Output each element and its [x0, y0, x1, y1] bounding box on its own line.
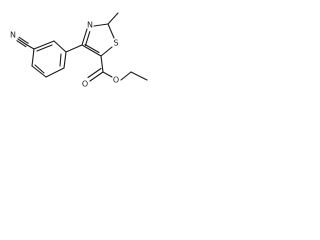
- c5-carbonyl-bond: [100, 55, 104, 73]
- benzene-double-bond: [59, 53, 62, 67]
- aryl-nitrile-bond: [26, 44, 35, 50]
- thiazole-bond-c4-n3: [81, 28, 88, 46]
- thiazole-ring: [81, 23, 115, 57]
- thiazole-double-bond-c4-n3: [84, 31, 91, 47]
- benzene-double-bond: [34, 64, 45, 74]
- nitrile-bond-2: [18, 36, 29, 44]
- ester-o-ch2-bond: [120, 71, 132, 81]
- carbonyl-double-bond: [89, 71, 104, 82]
- benzene-double-bond: [36, 44, 53, 52]
- nitrile-group: [16, 36, 29, 48]
- ester-group: [87, 55, 148, 82]
- thiazole-nitrogen-label: N: [87, 21, 93, 30]
- benzene-bond: [31, 65, 47, 78]
- carbonyl-double-bond-2: [87, 67, 102, 79]
- thiazole-sulfur-label: S: [113, 39, 118, 48]
- thiazole-double-bond-c5-c4: [84, 43, 100, 54]
- benzene-bond: [45, 67, 65, 78]
- thiazole-bond-c5-c4: [81, 44, 102, 57]
- carbonyl-oxygen-label: O: [82, 80, 88, 89]
- thiazole-bond-s1-c5: [100, 46, 113, 57]
- benzene-bond: [31, 48, 35, 67]
- structure-canvas: N N S O O: [0, 0, 156, 104]
- thiazole-bond-n3-c2: [93, 23, 109, 27]
- benzene-bond: [33, 40, 55, 50]
- benzene-bond: [53, 40, 67, 53]
- thiazole-bond-c2-s1: [107, 23, 115, 39]
- nitrile-bond-3: [16, 40, 27, 48]
- chemical-structure-diagram: N N S O O: [10, 12, 148, 89]
- benzene-ring: [31, 40, 67, 78]
- aryl-thiazole-bond: [65, 44, 83, 53]
- ethyl-bond: [130, 71, 148, 81]
- carbonyl-ester-o-bond: [102, 71, 113, 78]
- nitrile-nitrogen-label: N: [10, 31, 16, 40]
- methyl-bond: [107, 12, 119, 25]
- ester-oxygen-label: O: [113, 76, 119, 85]
- benzene-bond: [63, 51, 67, 69]
- nitrile-bond-1: [17, 38, 28, 46]
